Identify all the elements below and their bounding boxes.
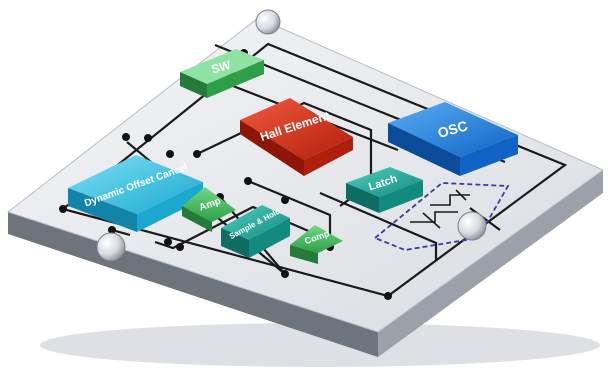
output-transistors [410, 189, 470, 229]
board-right-face [378, 170, 603, 357]
hall-element-block: Hall Element [240, 98, 353, 176]
board-shadow [40, 323, 600, 367]
latch-block: Latch [346, 167, 423, 213]
terminal-ball-left [96, 232, 126, 262]
terminal-ball-right [457, 211, 487, 241]
comp-block: Comp [290, 225, 343, 264]
output-stage-outline [373, 182, 510, 251]
osc-block: OSC [388, 102, 518, 176]
amp-block: Amp [182, 187, 236, 232]
terminal-ball-top [255, 9, 281, 35]
sw-label: SW [210, 58, 233, 77]
sw-block: SW [180, 49, 264, 98]
